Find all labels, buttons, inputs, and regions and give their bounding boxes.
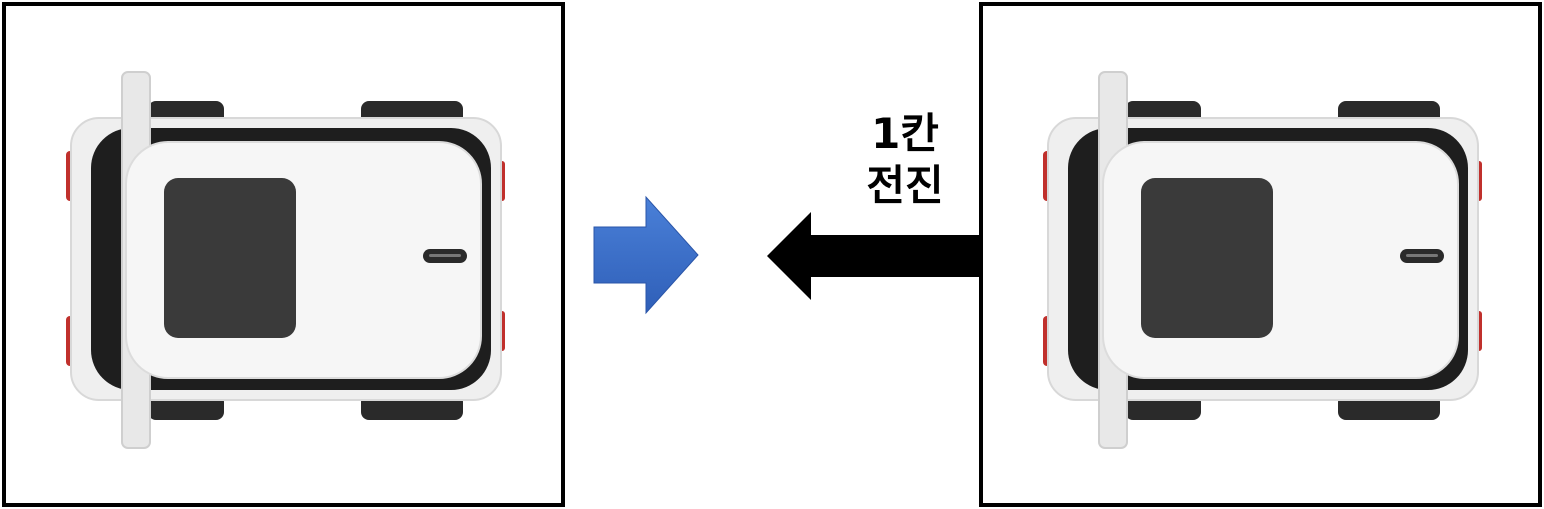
robot-car-icon (1043, 71, 1482, 449)
move-label-line2: 전진 (866, 161, 944, 210)
right-arrow-icon (593, 195, 699, 315)
move-label-line1: 1칸 (871, 109, 939, 158)
after-panel (979, 2, 1542, 507)
robot-car-icon (66, 71, 505, 449)
left-arrow-icon (767, 212, 1022, 300)
move-label: 1칸 전진 (830, 108, 980, 212)
before-panel (2, 2, 565, 507)
